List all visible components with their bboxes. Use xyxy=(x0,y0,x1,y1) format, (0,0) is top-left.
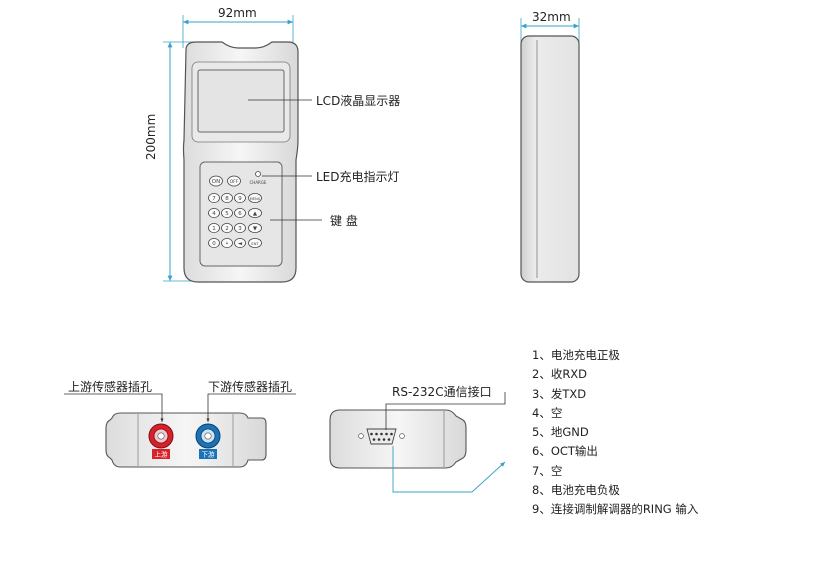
key-row1-1[interactable] xyxy=(221,192,233,203)
key-row4-1[interactable] xyxy=(221,237,233,248)
key-row3-1[interactable] xyxy=(221,222,233,233)
pin-item: 2、收RXD xyxy=(532,367,588,382)
power-keys: ON OFF xyxy=(209,175,241,187)
upstream-socket-pin xyxy=(157,432,165,440)
key-off[interactable] xyxy=(227,175,241,187)
key-label: 8 xyxy=(225,196,229,202)
key-row3-0[interactable] xyxy=(208,222,220,233)
key-label: 4 xyxy=(212,211,216,217)
key-row1-0[interactable] xyxy=(208,192,220,203)
key-label: 9 xyxy=(238,196,242,202)
upstream-tag-text: 上游 xyxy=(155,450,169,459)
key-label: 5 xyxy=(225,211,229,217)
pin-item: 1、电池充电正极 xyxy=(532,348,620,362)
key-row1-2[interactable] xyxy=(234,192,246,203)
key-row1-3[interactable] xyxy=(248,192,262,203)
key-label: 7 xyxy=(212,196,216,202)
lcd-label: LCD液晶显示器 xyxy=(316,94,401,108)
key-label: ENT xyxy=(251,242,259,246)
downstream-leader xyxy=(206,393,296,422)
width-label: 92mm xyxy=(218,6,257,20)
key-row4-2[interactable] xyxy=(234,237,246,248)
led-text: CHARGE xyxy=(250,180,267,185)
key-row2-0[interactable] xyxy=(208,207,220,218)
front-view: CHARGE ON OFF 7 8 9 MENU 4 5 6 ▲ 1 2 3 ▼ 0 • ◄ ENT xyxy=(163,15,322,283)
charge-led xyxy=(255,171,261,177)
rs232-label: RS-232C通信接口 xyxy=(392,385,492,399)
key-label: • xyxy=(225,241,228,247)
key-label: ◄ xyxy=(238,241,243,247)
pin-item: 3、发TXD xyxy=(532,386,587,401)
key-off-label: OFF xyxy=(230,179,239,185)
key-label: ▲ xyxy=(253,211,258,217)
connector-view xyxy=(329,392,506,493)
key-row4-3[interactable] xyxy=(248,237,262,248)
pin-item: 7、空 xyxy=(532,463,563,478)
bottom-body xyxy=(105,412,267,468)
connector-body xyxy=(329,409,467,469)
key-label: 3 xyxy=(238,226,242,232)
key-row4-0[interactable] xyxy=(208,237,220,248)
key-row3-2[interactable] xyxy=(234,222,246,233)
bottom-view: 上游 下游 xyxy=(64,393,296,468)
key-row2-1[interactable] xyxy=(221,207,233,218)
pin-item: 4、空 xyxy=(532,405,563,420)
key-row2-3[interactable] xyxy=(248,207,262,218)
downstream-socket-label: 下游传感器插孔 xyxy=(208,380,293,394)
pin-item: 9、连接调制解调器的RING 输入 xyxy=(532,502,699,517)
db9-screw-left xyxy=(358,433,364,439)
side-view xyxy=(520,18,580,283)
key-on-label: ON xyxy=(212,179,220,185)
db9-screw-right xyxy=(399,433,405,439)
upstream-socket-label: 上游传感器插孔 xyxy=(68,380,153,394)
db9-pin xyxy=(380,432,383,436)
pin-list: 1、电池充电正极 2、收RXD 3、发TXD 4、空 5、地GND 6、OCT输… xyxy=(532,346,698,520)
pinlist-leader xyxy=(392,446,506,493)
key-label: 6 xyxy=(238,211,242,217)
key-label: 0 xyxy=(212,241,216,247)
lcd-screen xyxy=(197,69,285,133)
downstream-tag xyxy=(199,449,217,459)
pin-item: 5、地GND xyxy=(532,425,589,440)
db9-connector xyxy=(366,428,397,445)
led-label: LED充电指示灯 xyxy=(316,170,400,184)
keypad-grid: 7 8 9 MENU 4 5 6 ▲ 1 2 3 ▼ 0 • ◄ ENT xyxy=(208,192,262,248)
db9-pin xyxy=(372,438,376,441)
upstream-tag xyxy=(152,449,170,459)
pin-item: 8、电池充电负极 xyxy=(532,483,620,498)
side-body xyxy=(520,35,580,283)
height-label: 200mm xyxy=(144,113,158,160)
db9-pins xyxy=(370,432,393,441)
db9-pin xyxy=(385,432,388,436)
downstream-socket-pin xyxy=(204,432,212,440)
key-label: 1 xyxy=(212,226,216,232)
thickness-label: 32mm xyxy=(532,10,571,24)
db9-pin xyxy=(375,432,378,436)
key-on[interactable] xyxy=(209,175,223,187)
key-row2-2[interactable] xyxy=(234,207,246,218)
db9-pin xyxy=(382,438,386,441)
db9-pin xyxy=(377,438,381,441)
key-label: 2 xyxy=(225,226,229,232)
key-label: MENU xyxy=(250,197,261,201)
db9-pin xyxy=(387,438,391,441)
keyboard-label: 键 盘 xyxy=(330,214,358,228)
upstream-leader xyxy=(64,393,164,422)
pin-item: 6、OCT输出 xyxy=(532,444,598,459)
rs232-leader xyxy=(385,392,506,430)
db9-pin xyxy=(390,432,393,436)
key-row3-3[interactable] xyxy=(248,222,262,233)
downstream-tag-text: 下游 xyxy=(202,450,216,459)
db9-pin xyxy=(370,432,373,436)
key-label: ▼ xyxy=(253,226,258,232)
